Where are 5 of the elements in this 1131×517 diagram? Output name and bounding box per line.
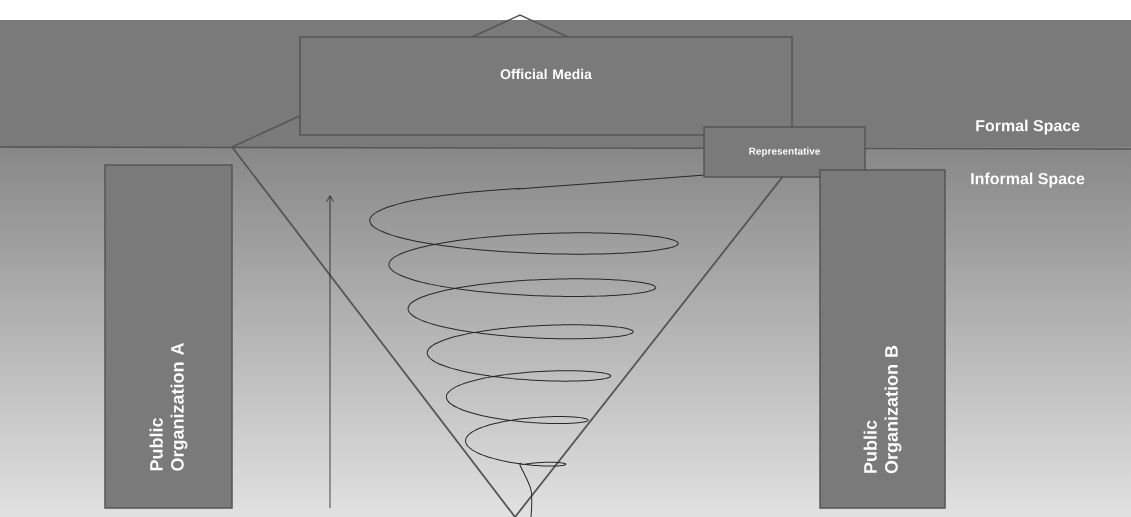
organization-box: Public Organization B [819, 169, 946, 509]
zone-label: Informal Space [971, 172, 1085, 188]
representative-box: Representative [703, 126, 866, 178]
organization-box: Public Organization A [104, 164, 233, 509]
zone-label: Formal Space [976, 119, 1080, 135]
